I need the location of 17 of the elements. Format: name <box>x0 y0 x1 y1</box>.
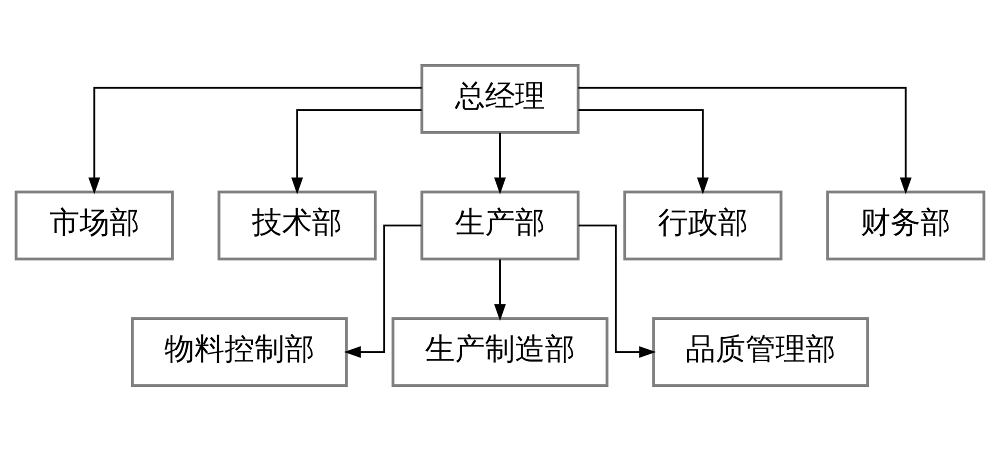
arrow <box>494 132 506 194</box>
node-box: 生产制造部 <box>392 316 608 386</box>
node-box: 品质管理部 <box>652 316 869 386</box>
arrow <box>578 86 912 194</box>
node-box: 总经理 <box>420 64 580 134</box>
node-box: 生产部 <box>420 190 580 260</box>
arrow <box>88 86 422 194</box>
arrow <box>494 258 506 320</box>
arrow <box>578 224 656 358</box>
arrow <box>291 108 422 194</box>
arrow <box>578 108 709 194</box>
node-box: 物料控制部 <box>131 316 348 386</box>
arrow <box>344 224 422 358</box>
node-box: 财务部 <box>826 190 986 260</box>
node-box: 技术部 <box>218 190 377 260</box>
node-box: 行政部 <box>623 190 782 260</box>
node-box: 市场部 <box>14 190 174 260</box>
